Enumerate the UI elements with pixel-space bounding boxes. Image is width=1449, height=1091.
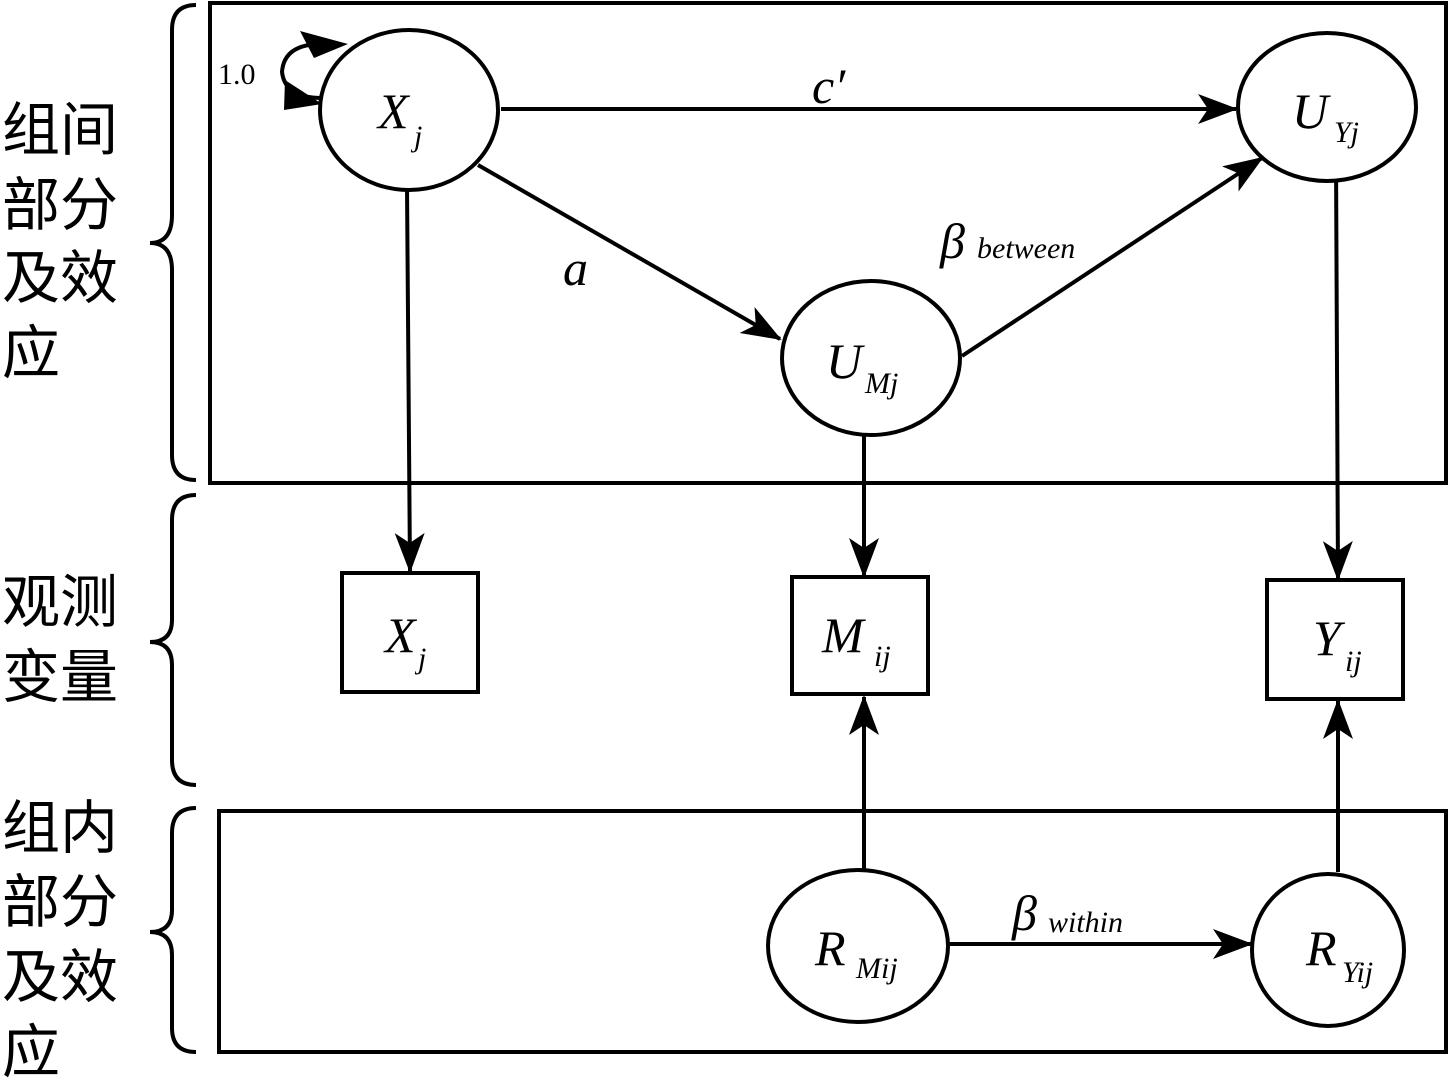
path-beta-between bbox=[960, 156, 1264, 358]
within-label-line-2: 部分 bbox=[2, 868, 118, 936]
node-u-y-main: U bbox=[1292, 83, 1331, 139]
path-a bbox=[477, 163, 782, 341]
node-m-observed-main: M bbox=[821, 607, 866, 663]
self-loop-label: 1.0 bbox=[218, 58, 256, 91]
path-x-latent-to-observed bbox=[394, 186, 425, 573]
node-x-observed: X j bbox=[340, 571, 480, 694]
node-u-m: U Mj bbox=[780, 279, 962, 437]
node-y-observed-main: Y bbox=[1313, 610, 1346, 666]
node-x-observed-sub: j bbox=[414, 642, 426, 675]
node-r-m-sub: Mij bbox=[855, 952, 898, 985]
observed-label-line-2: 变量 bbox=[2, 643, 118, 711]
between-section-label: 组间 部分 及效 应 bbox=[2, 96, 118, 387]
beta-between-symbol: β bbox=[939, 213, 965, 269]
self-loop-arrowhead-top bbox=[300, 31, 348, 58]
path-beta-between-label: β between bbox=[939, 213, 1075, 269]
node-u-m-main: U bbox=[826, 333, 865, 389]
node-r-y-main: R bbox=[1305, 920, 1337, 976]
node-u-y-sub: Yj bbox=[1334, 116, 1359, 149]
within-label-line-3: 及效 bbox=[2, 943, 118, 1011]
node-r-y: R Yij bbox=[1250, 872, 1406, 1028]
node-x-latent: X j bbox=[318, 28, 500, 192]
node-r-y-sub: Yij bbox=[1342, 956, 1373, 989]
between-label-line-2: 部分 bbox=[2, 171, 118, 239]
within-label-line-1: 组内 bbox=[2, 794, 118, 862]
between-label-line-4: 应 bbox=[2, 319, 60, 387]
node-u-y: U Yj bbox=[1236, 31, 1418, 183]
between-frame bbox=[208, 1, 1448, 485]
node-x-latent-main: X bbox=[376, 83, 411, 139]
path-a-label: a bbox=[563, 240, 588, 296]
node-x-observed-main: X bbox=[383, 607, 418, 663]
node-u-m-sub: Mj bbox=[864, 367, 898, 400]
between-label-line-3: 及效 bbox=[2, 244, 118, 312]
path-uy-to-y-observed bbox=[1322, 155, 1353, 581]
beta-within-symbol: β bbox=[1011, 885, 1037, 941]
node-y-observed-sub: ij bbox=[1345, 645, 1362, 678]
within-section-label: 组内 部分 及效 应 bbox=[2, 794, 118, 1086]
within-label-line-4: 应 bbox=[2, 1018, 60, 1086]
path-beta-within-label: β within bbox=[1011, 885, 1123, 941]
node-m-observed-sub: ij bbox=[874, 640, 891, 673]
between-brace bbox=[149, 3, 197, 482]
beta-between-subscript: between bbox=[977, 232, 1075, 265]
observed-brace bbox=[149, 493, 197, 787]
node-r-m-main: R bbox=[814, 920, 846, 976]
within-brace bbox=[149, 806, 197, 1054]
self-loop-arrowhead-bottom bbox=[284, 80, 322, 110]
observed-label-line-1: 观测 bbox=[2, 568, 118, 636]
node-r-m: R Mij bbox=[766, 868, 950, 1024]
within-frame bbox=[217, 809, 1448, 1054]
observed-section-label: 观测 变量 bbox=[2, 568, 118, 711]
node-y-observed: Y ij bbox=[1265, 578, 1405, 701]
node-x-latent-sub: j bbox=[410, 120, 422, 153]
node-m-observed: M ij bbox=[790, 575, 930, 696]
between-label-line-1: 组间 bbox=[2, 96, 118, 164]
beta-within-subscript: within bbox=[1048, 906, 1123, 939]
path-c-prime-label: c′ bbox=[812, 58, 846, 114]
